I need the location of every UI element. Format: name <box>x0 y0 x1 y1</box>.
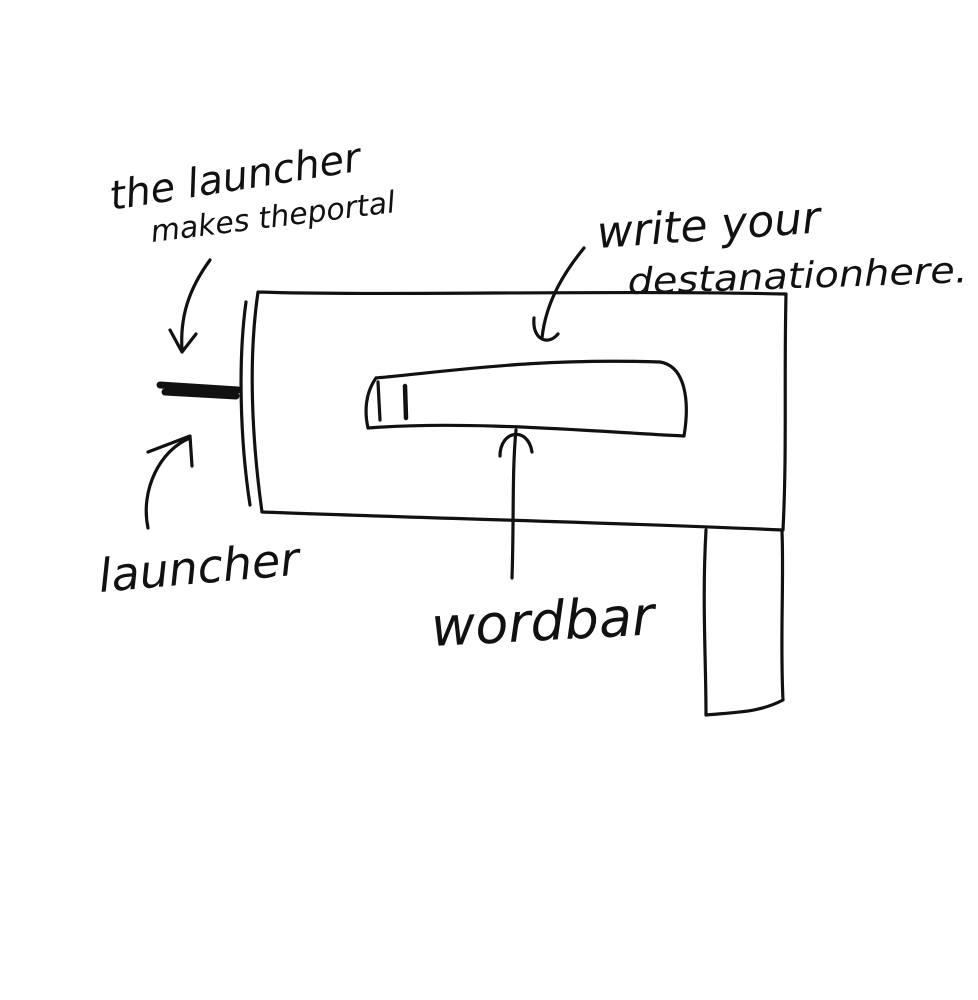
destination-note-line2: destanationhere. <box>627 250 968 303</box>
launcher-label: launcher <box>96 531 304 603</box>
arrow-wordbar-label <box>498 428 534 580</box>
wordbar-label: wordbar <box>429 584 658 659</box>
wordbar-cursor <box>402 383 409 421</box>
device-handle <box>702 528 785 717</box>
arrow-launcher-label <box>144 434 194 530</box>
launcher-nub <box>156 381 242 400</box>
wordbar-slot <box>364 359 688 438</box>
destination-note-line1: write your <box>595 192 824 259</box>
arrow-destination-note <box>532 246 586 342</box>
arrow-portal-note <box>168 258 212 354</box>
